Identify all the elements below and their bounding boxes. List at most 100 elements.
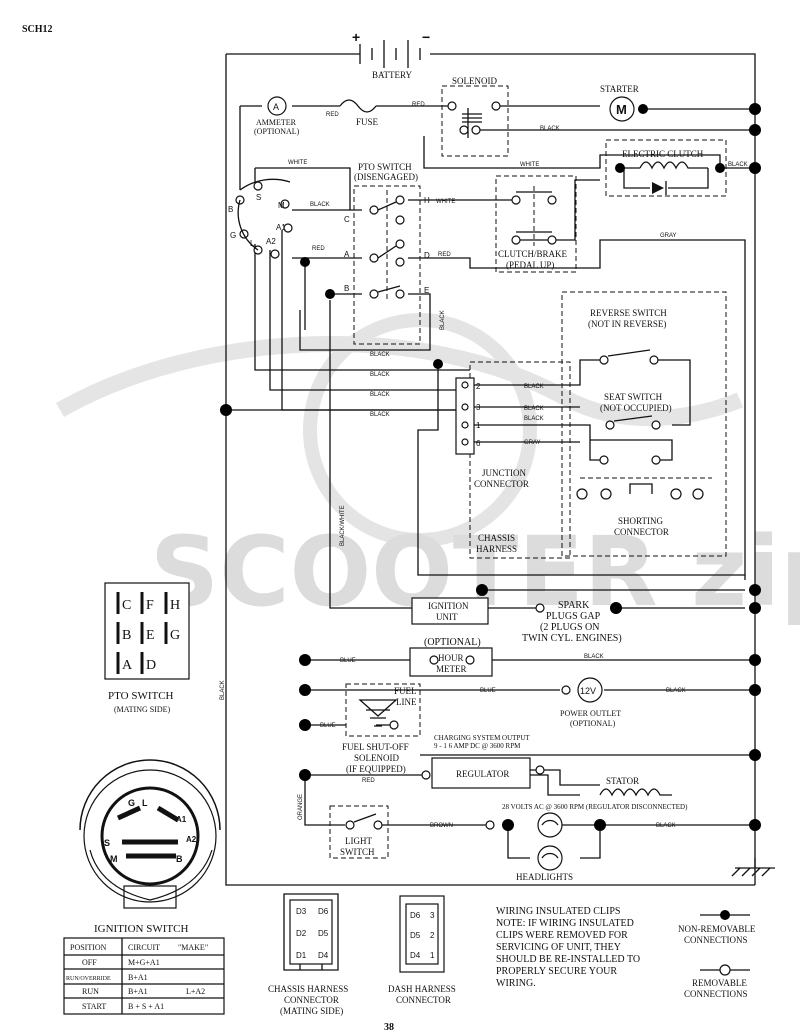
table-row-circuit: B + S + A1 bbox=[128, 1002, 164, 1011]
legend-removable-label2: CONNECTIONS bbox=[684, 989, 748, 999]
ign-a2: A2 bbox=[186, 835, 197, 844]
note-line: PROPERLY SECURE YOUR bbox=[496, 966, 617, 977]
wire-gray-2: GRAY bbox=[524, 440, 541, 446]
battery-plus: + bbox=[352, 29, 360, 45]
starter-motor bbox=[609, 96, 635, 122]
wire-black-vert-1: BLACK bbox=[440, 310, 446, 330]
ignition-unit-label2: UNIT bbox=[436, 612, 458, 622]
ammeter-symbol bbox=[267, 96, 287, 116]
wire-black-6: BLACK bbox=[370, 392, 390, 398]
legend-nonremovable-label: NON-REMOVABLE bbox=[678, 924, 756, 934]
junction-pin-6: 6 bbox=[476, 439, 481, 448]
chassis-pin-left: D3 bbox=[296, 907, 307, 916]
note-line: WIRING. bbox=[496, 978, 536, 989]
junction-pin-3: 3 bbox=[476, 403, 481, 412]
chassis-pin-left: D1 bbox=[296, 951, 307, 960]
charging-label: CHARGING SYSTEM OUTPUT bbox=[434, 734, 530, 742]
power-outlet-label: POWER OUTLET bbox=[560, 709, 621, 718]
pto-switch-label: PTO SWITCH bbox=[358, 162, 412, 172]
starter-label: STARTER bbox=[600, 84, 639, 94]
table-row-position: RUN/OVERRIDE bbox=[66, 976, 111, 982]
spark-label: SPARK bbox=[558, 600, 590, 611]
light-switch-label: LIGHT bbox=[345, 836, 372, 846]
terminal-s-label: S bbox=[256, 193, 261, 202]
ignition-terminal-block: B S M A1 G L A2 bbox=[228, 178, 293, 259]
junction-connector bbox=[455, 377, 475, 455]
pto-pin-label: B bbox=[122, 628, 131, 643]
chassis-harness-label: HARNESS bbox=[476, 544, 517, 554]
wire-black-7: BLACK bbox=[370, 412, 390, 418]
wire-black-5: BLACK bbox=[370, 372, 390, 378]
terminal-a1-label: A1 bbox=[276, 223, 286, 232]
legend-nonremovable-dot bbox=[720, 910, 730, 920]
wire-red-2: RED bbox=[412, 102, 425, 108]
ign-b: B bbox=[176, 854, 183, 864]
regulator-box bbox=[431, 757, 531, 789]
wire-white-2: WHITE bbox=[520, 162, 539, 168]
ign-s: S bbox=[104, 838, 110, 848]
power-outlet-symbol bbox=[577, 677, 603, 703]
volts-ac-label: 28 VOLTS AC @ 3600 RPM (REGULATOR DISCON… bbox=[502, 803, 688, 811]
fuel-solenoid-label: FUEL SHUT-OFF bbox=[342, 742, 409, 752]
junction-pins bbox=[461, 381, 469, 446]
fuel-solenoid-outline bbox=[345, 683, 421, 737]
table-row-make: L+A2 bbox=[186, 987, 205, 996]
electric-clutch-label: ELECTRIC CLUTCH bbox=[622, 149, 704, 159]
dash-pin-right: 2 bbox=[430, 931, 435, 940]
non-removable-connections bbox=[220, 103, 761, 831]
table-row-position: RUN bbox=[82, 987, 99, 996]
terminal-g-label: G bbox=[230, 231, 236, 240]
wire-white-3: WHITE bbox=[436, 199, 455, 205]
pto-b: B bbox=[344, 284, 349, 293]
wires bbox=[225, 40, 775, 886]
hour-meter-label2: METER bbox=[436, 664, 467, 674]
clutch-brake-state: (PEDAL UP) bbox=[506, 260, 554, 270]
chassis-pin-right: D6 bbox=[318, 907, 329, 916]
reverse-switch-label: REVERSE SWITCH bbox=[590, 308, 667, 318]
ignition-unit-box bbox=[411, 597, 489, 625]
pto-e: E bbox=[424, 286, 429, 295]
wire-blue-1: BLUE bbox=[340, 658, 356, 664]
ignition-unit-label: IGNITION bbox=[428, 601, 469, 611]
junction-pin-2: 2 bbox=[476, 382, 481, 391]
wire-red-5: RED bbox=[362, 778, 375, 784]
chassis-connector-title2: CONNECTOR bbox=[284, 995, 339, 1005]
light-switch-outline bbox=[329, 805, 389, 859]
junction-label: JUNCTION bbox=[482, 468, 526, 478]
battery-minus: − bbox=[422, 29, 430, 45]
hour-meter-box bbox=[409, 647, 493, 677]
reverse-switch-state: (NOT IN REVERSE) bbox=[588, 319, 666, 329]
dash-pin-right: 1 bbox=[430, 951, 435, 960]
fuel-solenoid-symbol bbox=[358, 699, 398, 727]
pto-pin-label: D bbox=[146, 658, 156, 673]
ammeter-label: AMMETER bbox=[256, 118, 297, 127]
component-labels: + − BATTERY SOLENOID STARTER AMMETER (OP… bbox=[254, 29, 704, 882]
legend-removable-dot bbox=[719, 964, 731, 976]
seat-switch-state: (NOT OCCUPIED) bbox=[600, 403, 672, 413]
terminal-l-label: L bbox=[250, 239, 255, 248]
terminal-a2-label: A2 bbox=[266, 237, 276, 246]
table-row-circuit: M+G+A1 bbox=[128, 958, 160, 967]
ignition-switch-title: IGNITION SWITCH bbox=[94, 923, 188, 935]
electric-clutch-outline bbox=[605, 139, 727, 197]
wire-red-1: RED bbox=[326, 112, 339, 118]
chassis-pin-right: D4 bbox=[318, 951, 329, 960]
table-row-position: START bbox=[82, 1002, 106, 1011]
note-line: NOTE: IF WIRING INSULATED bbox=[496, 918, 634, 929]
wire-black-11: BLACK bbox=[584, 654, 604, 660]
ign-m: M bbox=[110, 854, 118, 864]
wire-black-1: BLACK bbox=[540, 126, 560, 132]
wire-blue-2: BLUE bbox=[480, 688, 496, 694]
fuel-line-label: FUEL bbox=[394, 686, 417, 696]
wire-black-white: BLACK/WHITE bbox=[340, 505, 346, 546]
pto-pin-label: C bbox=[122, 598, 131, 613]
table-row-circuit: B+A1 bbox=[128, 973, 148, 982]
wire-red-4: RED bbox=[438, 252, 451, 258]
table-header: "MAKE" bbox=[178, 943, 208, 952]
power-outlet-optional: (OPTIONAL) bbox=[570, 719, 616, 728]
wire-black-9: BLACK bbox=[524, 406, 544, 412]
hour-meter-label: HOUR bbox=[438, 653, 464, 663]
